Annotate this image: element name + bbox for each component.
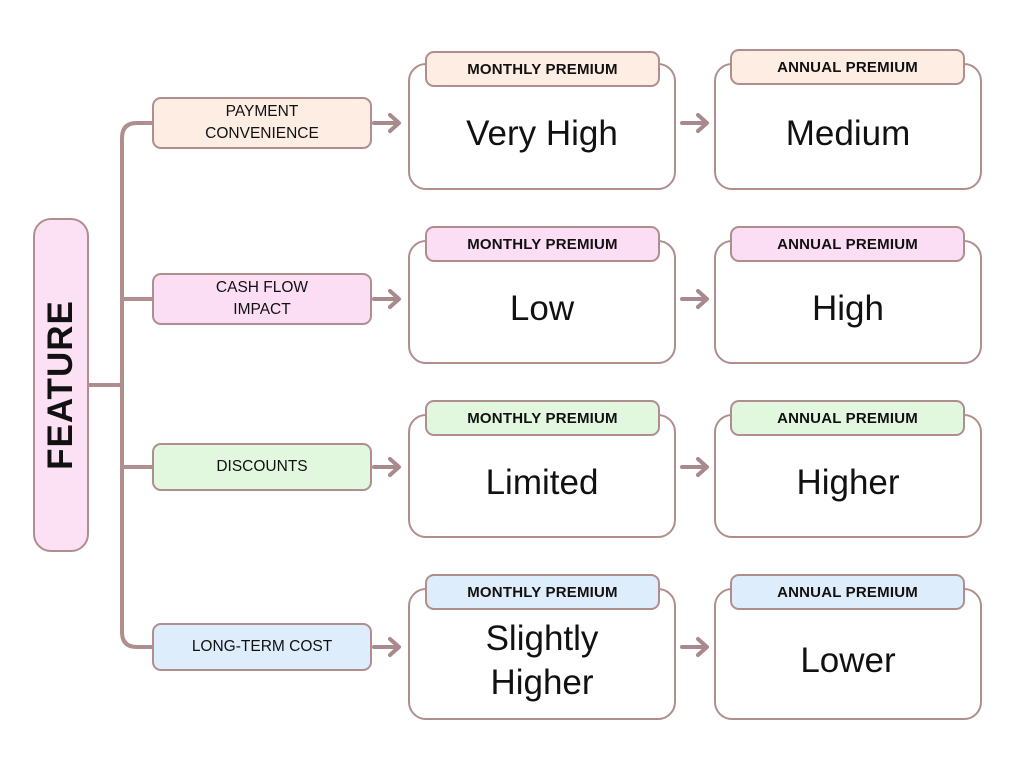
feature-label-line-2: CONVENIENCE bbox=[205, 125, 319, 142]
chip-annual-premium-1: ANNUAL PREMIUM bbox=[730, 49, 965, 85]
arrow-monthly-to-annual-4 bbox=[680, 637, 709, 657]
card-annual-long-term-cost[interactable]: Lower bbox=[714, 588, 982, 720]
card-value: Limited bbox=[485, 463, 599, 503]
card-value: Slightly Higher bbox=[476, 603, 609, 705]
chip-label: ANNUAL PREMIUM bbox=[777, 235, 918, 253]
arrow-monthly-to-annual-2 bbox=[680, 289, 709, 309]
chip-label: MONTHLY PREMIUM bbox=[467, 235, 618, 253]
feature-box-label: LONG-TERM COST bbox=[191, 637, 333, 655]
arrow-feature-to-monthly-4 bbox=[372, 637, 401, 657]
card-value: Medium bbox=[785, 113, 911, 153]
trunk-spine bbox=[120, 121, 138, 649]
chip-label: MONTHLY PREMIUM bbox=[467, 583, 618, 601]
arrow-monthly-to-annual-1 bbox=[680, 113, 709, 133]
feature-box-label: CASH FLOW IMPACT bbox=[216, 277, 308, 322]
feature-box-payment-convenience[interactable]: PAYMENT CONVENIENCE bbox=[152, 97, 372, 149]
arrow-feature-to-monthly-3 bbox=[372, 457, 401, 477]
card-value: Higher bbox=[796, 463, 900, 503]
chip-label: ANNUAL PREMIUM bbox=[777, 583, 918, 601]
card-value-line-2: Higher bbox=[490, 663, 594, 702]
card-value: Lower bbox=[800, 641, 896, 681]
card-value: Very High bbox=[466, 113, 618, 153]
chip-annual-premium-4: ANNUAL PREMIUM bbox=[730, 574, 965, 610]
arrow-monthly-to-annual-3 bbox=[680, 457, 709, 477]
chip-label: ANNUAL PREMIUM bbox=[777, 409, 918, 427]
chip-annual-premium-3: ANNUAL PREMIUM bbox=[730, 400, 965, 436]
root-node-feature[interactable]: FEATURE bbox=[33, 218, 89, 552]
card-value: Low bbox=[509, 289, 575, 329]
card-value: High bbox=[812, 289, 884, 329]
card-value-line-1: Slightly bbox=[485, 619, 599, 659]
chip-label: ANNUAL PREMIUM bbox=[777, 58, 918, 76]
chip-monthly-premium-3: MONTHLY PREMIUM bbox=[425, 400, 660, 436]
feature-box-cash-flow-impact[interactable]: CASH FLOW IMPACT bbox=[152, 273, 372, 325]
feature-label-line-1: PAYMENT bbox=[225, 102, 299, 120]
root-node-label: FEATURE bbox=[41, 300, 80, 470]
arrow-feature-to-monthly-1 bbox=[372, 113, 401, 133]
feature-box-discounts[interactable]: DISCOUNTS bbox=[152, 443, 372, 491]
feature-box-label: PAYMENT CONVENIENCE bbox=[205, 101, 319, 146]
feature-box-long-term-cost[interactable]: LONG-TERM COST bbox=[152, 623, 372, 671]
arrow-feature-to-monthly-2 bbox=[372, 289, 401, 309]
feature-label-line-1: CASH FLOW bbox=[215, 278, 309, 296]
chip-monthly-premium-4: MONTHLY PREMIUM bbox=[425, 574, 660, 610]
chip-label: MONTHLY PREMIUM bbox=[467, 409, 618, 427]
feature-label-line-2: IMPACT bbox=[233, 301, 291, 318]
card-monthly-long-term-cost[interactable]: Slightly Higher bbox=[408, 588, 676, 720]
chip-label: MONTHLY PREMIUM bbox=[467, 60, 618, 78]
chip-monthly-premium-1: MONTHLY PREMIUM bbox=[425, 51, 660, 87]
feature-box-label: DISCOUNTS bbox=[216, 457, 308, 475]
chip-annual-premium-2: ANNUAL PREMIUM bbox=[730, 226, 965, 262]
chip-monthly-premium-2: MONTHLY PREMIUM bbox=[425, 226, 660, 262]
